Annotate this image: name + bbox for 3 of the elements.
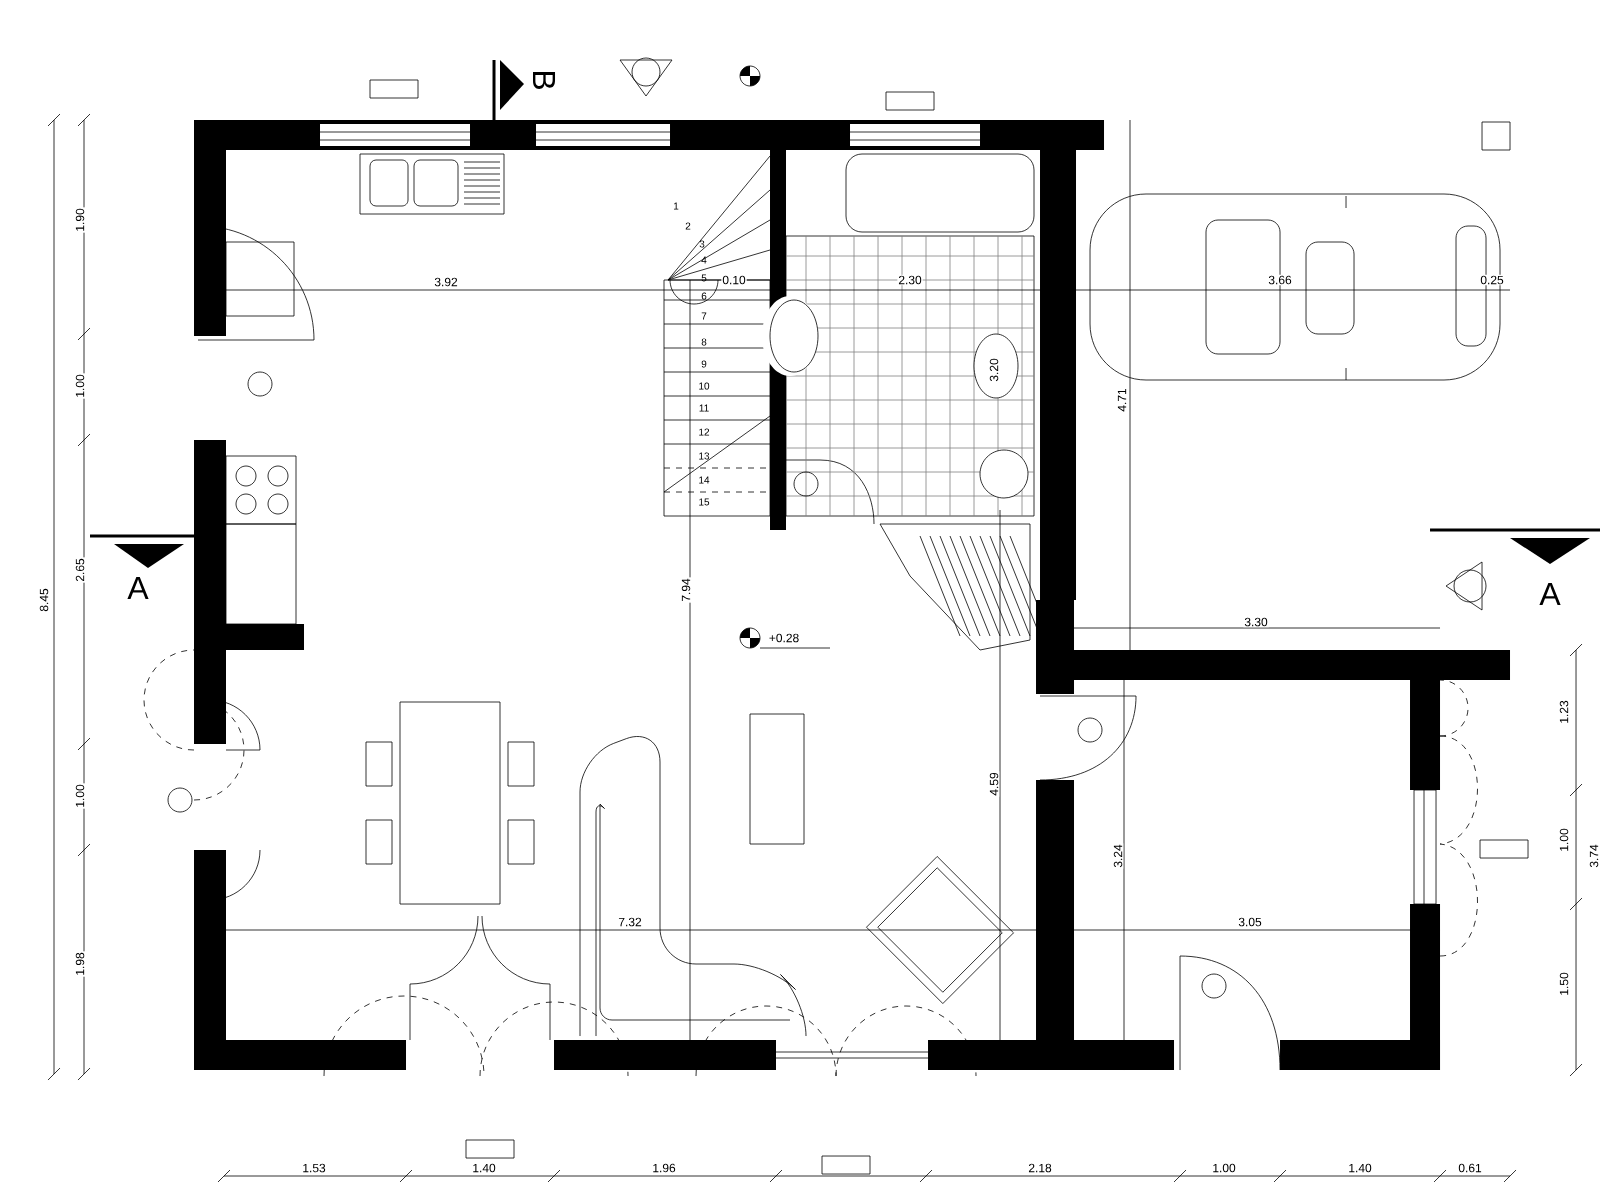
section-label: A [127,577,149,599]
section-label: A [1539,583,1561,605]
section-label: B [533,71,555,89]
